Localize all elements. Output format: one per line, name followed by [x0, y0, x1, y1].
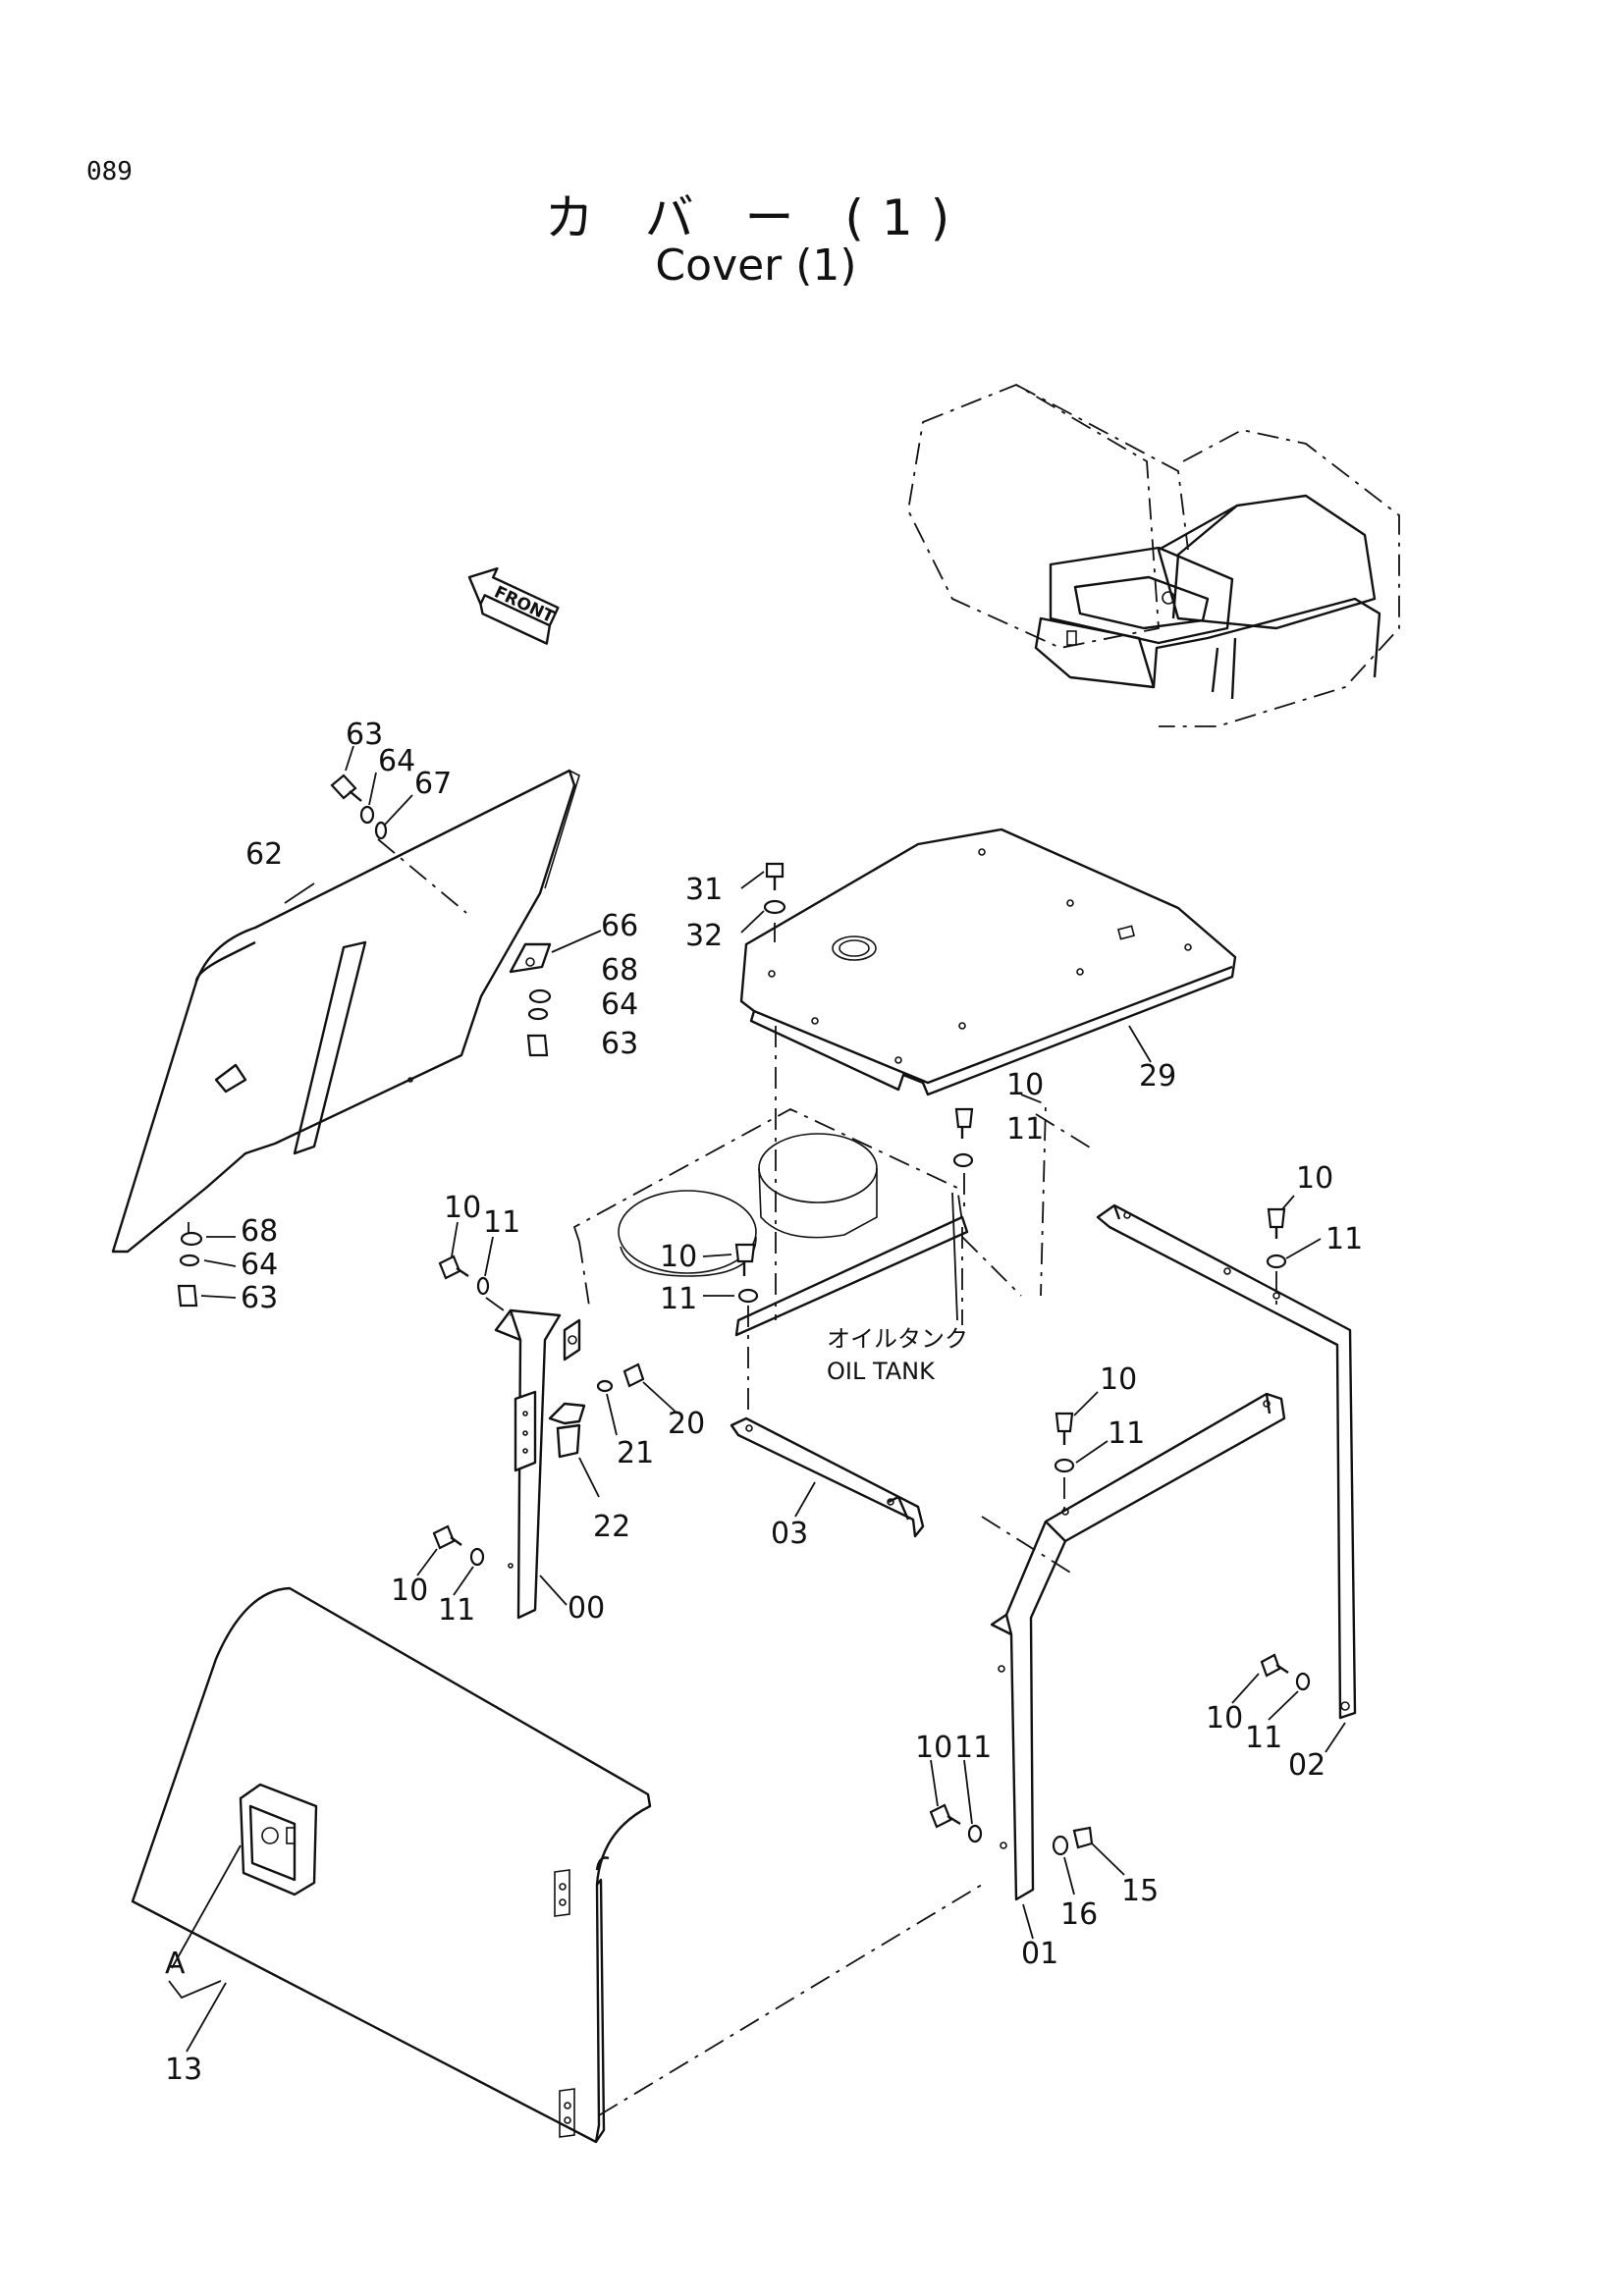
front-arrow-icon: FRONT — [467, 566, 560, 645]
hardware-68-64-63-lower — [177, 1231, 203, 1308]
callout-67: 67 — [414, 767, 452, 801]
bolt-10-washer-11-front-post-lower — [929, 1803, 983, 1843]
callout-32: 32 — [685, 919, 723, 953]
callout-A: A — [165, 1947, 186, 1981]
callout-68-right: 68 — [601, 953, 638, 988]
stay-03 — [730, 1416, 925, 1538]
callout-21: 21 — [617, 1436, 654, 1470]
callout-22: 22 — [593, 1510, 630, 1544]
bolt-10-washer-11-right-top — [1266, 1207, 1287, 1269]
callout-20: 20 — [668, 1407, 705, 1441]
callout-10-upper-left: 10 — [444, 1191, 481, 1225]
front-label: FRONT — [491, 582, 558, 627]
oil-tank-label-en: OIL TANK — [827, 1358, 936, 1385]
callout-10-right-lower: 10 — [1206, 1701, 1243, 1735]
callout-16: 16 — [1060, 1897, 1098, 1932]
bolt-10-washer-11-front-post-top — [1054, 1412, 1075, 1473]
callout-02: 02 — [1288, 1748, 1325, 1783]
bolt-10-washer-11-upper-left — [438, 1255, 490, 1296]
bolt-63-top — [330, 774, 388, 840]
bracket-66 — [509, 942, 552, 1057]
plate-29 — [739, 828, 1237, 1096]
bolt-10-washer-11-lower-left — [432, 1524, 485, 1567]
bolt-10-washer-11-right-lower — [1260, 1653, 1311, 1691]
bolt-31-washer-32 — [763, 862, 786, 915]
frame-02 — [1096, 1203, 1357, 1720]
callout-10-lower-left: 10 — [391, 1574, 428, 1608]
machine-overview — [907, 384, 1400, 727]
callout-11-upper-left: 11 — [483, 1205, 520, 1240]
callout-15: 15 — [1121, 1874, 1159, 1908]
latch-22 — [548, 1402, 586, 1459]
callout-labels: 63 64 67 62 66 68 64 63 68 64 63 31 32 2… — [165, 718, 1363, 2087]
frame-01 — [990, 1392, 1286, 1901]
callout-63-left: 63 — [241, 1281, 278, 1315]
callout-10-right-top: 10 — [1296, 1161, 1333, 1196]
callout-11-tank-left: 11 — [660, 1282, 697, 1316]
callout-11-front-post-lower: 11 — [954, 1731, 992, 1765]
callout-01: 01 — [1021, 1937, 1058, 1971]
callout-11-right-top: 11 — [1325, 1222, 1363, 1256]
callout-11-front-post: 11 — [1108, 1416, 1145, 1451]
callout-11-lower-left: 11 — [438, 1593, 475, 1628]
callout-13: 13 — [165, 2053, 202, 2087]
callout-10-tank-left: 10 — [660, 1240, 697, 1274]
title-english: Cover (1) — [655, 240, 857, 291]
callout-64-left: 64 — [241, 1248, 278, 1282]
bolt-10-washer-11-tank-left — [734, 1243, 759, 1304]
callout-11-tank-right: 11 — [1006, 1112, 1044, 1147]
callout-29: 29 — [1139, 1059, 1176, 1094]
oil-tank — [572, 1107, 1022, 1337]
callout-10-tank-right: 10 — [1006, 1068, 1044, 1102]
page-number: 089 — [86, 157, 133, 187]
bolt-10-washer-11-tank-right — [952, 1107, 974, 1168]
cover-62 — [111, 769, 580, 1254]
callout-10-front-post: 10 — [1100, 1362, 1137, 1397]
callout-31: 31 — [685, 873, 723, 907]
callout-63-top: 63 — [346, 718, 383, 752]
door-13 — [131, 1586, 652, 2144]
callout-64-top: 64 — [378, 744, 415, 778]
callout-68-left: 68 — [241, 1214, 278, 1249]
callout-03: 03 — [771, 1517, 808, 1551]
callout-63-right: 63 — [601, 1027, 638, 1061]
callout-10-front-post-lower: 10 — [915, 1731, 952, 1765]
callout-11-right-lower: 11 — [1245, 1721, 1282, 1755]
oil-tank-label-jp: オイルタンク — [827, 1325, 968, 1353]
callout-62: 62 — [245, 837, 283, 872]
callout-66: 66 — [601, 909, 638, 943]
frame-00 — [494, 1308, 581, 1620]
callout-00: 00 — [568, 1591, 605, 1626]
callout-64-right: 64 — [601, 988, 638, 1022]
title-japanese: カ バ ー (1) — [544, 189, 968, 246]
